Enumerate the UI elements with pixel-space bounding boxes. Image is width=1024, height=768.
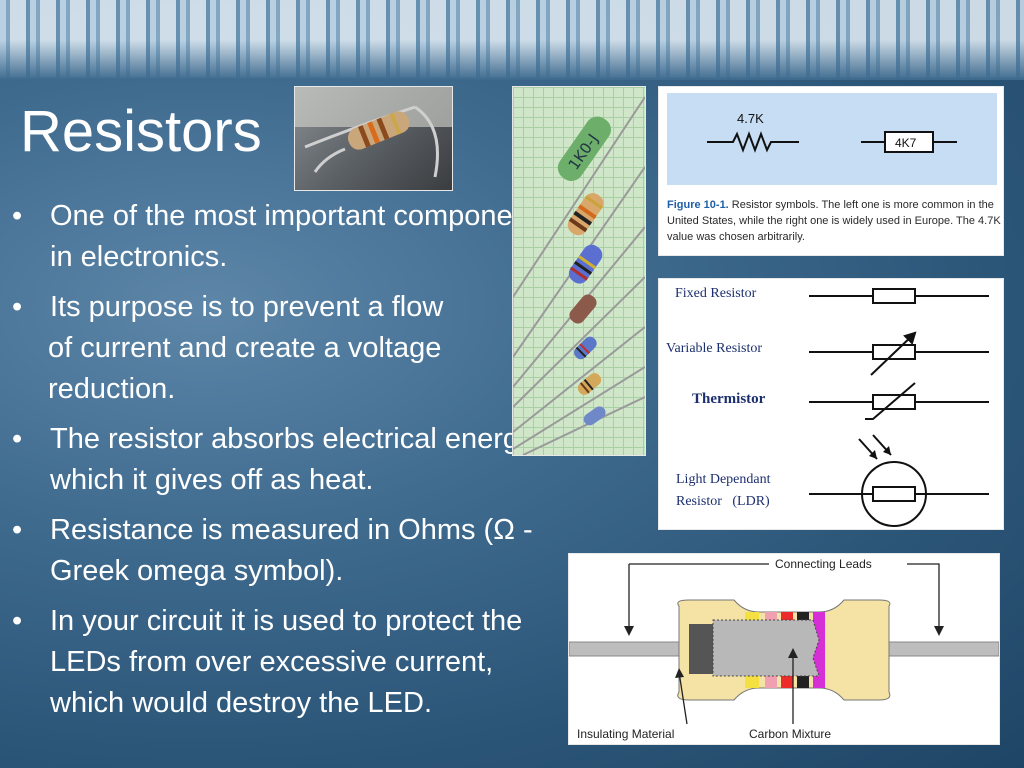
us-symbol-label: 4.7K — [737, 111, 764, 126]
resistor-cutaway — [569, 563, 999, 725]
us-resistor-symbol — [707, 131, 799, 153]
bullet-item: •Resistance is measured in Ohms (Ω - Gre… — [12, 514, 533, 587]
bullet-list: •One of the most important components in… — [10, 196, 565, 733]
bullet-text: The resistor absorbs electrical energy, … — [50, 423, 540, 496]
figure-blue-panel — [667, 93, 997, 185]
bullet-item: •Its purpose is to prevent a flow — [12, 291, 444, 323]
resistor-closeup-icon — [295, 87, 452, 178]
variable-resistor-label: Variable Resistor — [666, 341, 763, 356]
bullet-item: •In your circuit it is used to protect t… — [12, 605, 523, 719]
resistor-closeup-photo — [294, 86, 453, 191]
resistor-symbols-figure: 4.7K 4K7 Figure 10-1. Resistor symbols. … — [658, 86, 1004, 256]
carbon-mixture — [712, 619, 820, 677]
bullet-text: Resistance is measured in Ohms (Ω - Gree… — [50, 514, 533, 587]
fixed-resistor-label: Fixed Resistor — [675, 286, 757, 301]
figure-caption-text: Resistor symbols. The left one is more c… — [667, 199, 1001, 243]
figure-caption-lead: Figure 10-1. — [667, 199, 729, 211]
right-lead — [886, 641, 999, 657]
bullet-text: of current and create a voltage reductio… — [48, 332, 442, 405]
bullet-item: •One of the most important components in… — [12, 200, 552, 273]
bullet-continuation: of current and create a voltage reductio… — [10, 328, 565, 410]
ldr-label-line1: Light Dependant — [676, 472, 771, 487]
carbon-mixture-label: Carbon Mixture — [749, 727, 832, 741]
resistors-on-grid-photo: 1K0-J — [512, 86, 646, 456]
fixed-resistor-symbol — [872, 288, 916, 304]
left-lead — [569, 641, 680, 657]
bullet-text: Its purpose is to prevent a flow — [50, 291, 444, 323]
resistor-construction-diagram: Connecting Leads Insulating Material Car… — [568, 553, 1000, 745]
circuit-symbols-chart: Fixed Resistor Variable Resistor Thermis… — [658, 278, 1004, 530]
connecting-leads-label: Connecting Leads — [775, 557, 872, 571]
resistors-image: 1K0-J — [513, 96, 645, 455]
bullet-text: In your circuit it is used to protect th… — [50, 605, 523, 719]
ldr-label-line2: Resistor (LDR) — [676, 494, 770, 509]
bullet-text: One of the most important components in … — [50, 200, 552, 273]
circuit-symbol-drawings — [809, 288, 989, 527]
insulating-material-label: Insulating Material — [577, 727, 675, 741]
eu-symbol-label: 4K7 — [895, 136, 917, 150]
resistor-symbol-drawings: 4.7K 4K7 — [707, 111, 957, 153]
bullet-item: •The resistor absorbs electrical energy,… — [12, 423, 540, 496]
slide-title: Resistors — [20, 99, 262, 164]
banner-fade — [0, 40, 1024, 80]
thermistor-label: Thermistor — [692, 391, 766, 407]
figure-caption: Figure 10-1. Resistor symbols. The left … — [667, 197, 1003, 245]
